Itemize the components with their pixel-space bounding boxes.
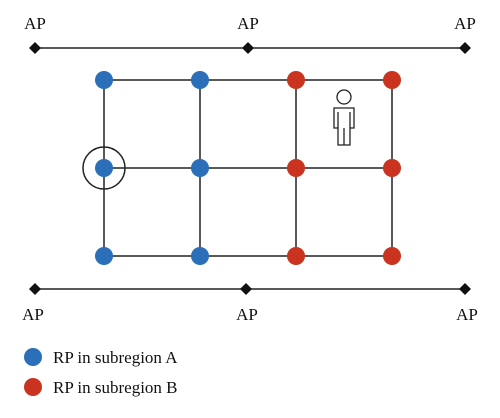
ap-marker-bottom-right (459, 283, 471, 295)
ap-marker-bottom-left (29, 283, 41, 295)
ap-marker-top-left (29, 42, 41, 54)
rp-dot-subregion-b-r1-c2 (287, 159, 305, 177)
rp-dot-subregion-b-r0-c2 (287, 71, 305, 89)
rp-dot-subregion-a-r1-c1 (191, 159, 209, 177)
rp-dot-subregion-a-r0-c0 (95, 71, 113, 89)
person-icon (333, 89, 355, 146)
ap-marker-top-right (459, 42, 471, 54)
rp-dot-subregion-a-r2-c1 (191, 247, 209, 265)
ap-marker-bottom-center (240, 283, 252, 295)
legend-label-subregion-b: RP in subregion B (53, 378, 178, 397)
top-ap-row: AP AP AP (24, 14, 476, 54)
rp-dot-subregion-a-r1-c0 (95, 159, 113, 177)
rp-dot-subregion-b-r2-c3 (383, 247, 401, 265)
selected-rp-ring (82, 146, 126, 190)
legend: RP in subregion A RP in subregion B (24, 348, 178, 397)
rp-dot-subregion-b-r2-c2 (287, 247, 305, 265)
rp-grid (103, 79, 393, 257)
reference-points (95, 71, 401, 265)
ap-label-top-center: AP (237, 14, 259, 33)
ap-label-bottom-center: AP (236, 305, 258, 324)
rp-dot-subregion-a-r2-c0 (95, 247, 113, 265)
rp-dot-subregion-a-r0-c1 (191, 71, 209, 89)
ap-label-top-right: AP (454, 14, 476, 33)
ap-label-bottom-right: AP (456, 305, 478, 324)
rp-dot-subregion-b-r0-c3 (383, 71, 401, 89)
ap-marker-top-center (242, 42, 254, 54)
legend-swatch-subregion-a (24, 348, 42, 366)
bottom-ap-row: AP AP AP (22, 283, 478, 324)
legend-swatch-subregion-b (24, 378, 42, 396)
rp-dot-subregion-b-r1-c3 (383, 159, 401, 177)
legend-label-subregion-a: RP in subregion A (53, 348, 178, 367)
ap-label-bottom-left: AP (22, 305, 44, 324)
ap-label-top-left: AP (24, 14, 46, 33)
